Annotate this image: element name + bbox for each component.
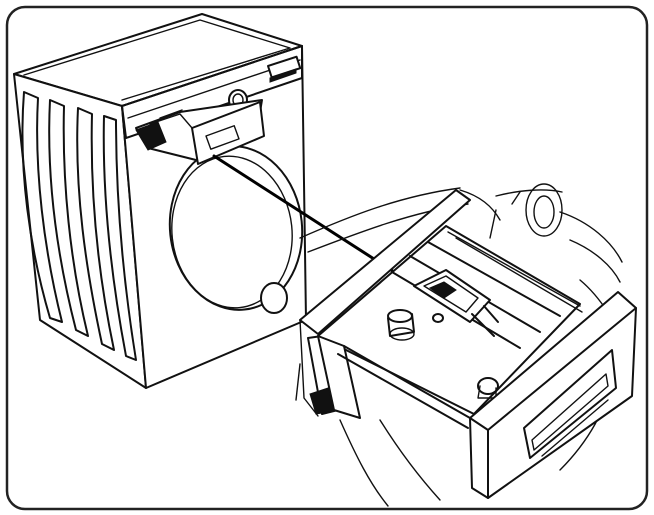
detergent-drawer-small [135,99,265,165]
drawer-handle [523,349,617,459]
filter-cover [260,282,288,314]
washing-machine-icon [13,13,307,389]
side-ribs [21,91,137,361]
control-panel [121,45,303,139]
drawer-post [477,377,499,395]
drawer-divider-3 [427,241,561,317]
softener-insert [413,269,499,337]
housing-left-wall [299,189,471,335]
siphon-cap [387,309,415,341]
drawer-lip-left [317,335,361,419]
drawer-front-panel [469,291,637,499]
detergent-drawer-icon [295,183,637,507]
door-glass [171,155,293,309]
